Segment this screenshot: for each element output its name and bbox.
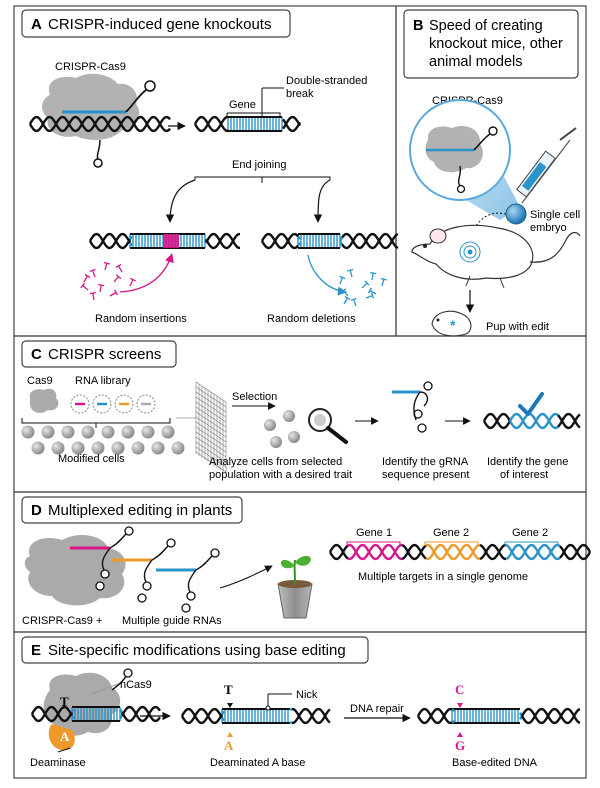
analyze-label-1: Analyze cells from selected bbox=[209, 456, 342, 468]
selection-label: Selection bbox=[232, 391, 277, 403]
panel-b-title-3: animal models bbox=[429, 54, 523, 70]
guide-rnas bbox=[70, 526, 220, 613]
syringe bbox=[516, 127, 577, 204]
base-c: C bbox=[455, 682, 464, 697]
nick-label: Nick bbox=[296, 689, 318, 701]
dna-helix-a2 bbox=[193, 115, 302, 133]
break-label-1: Double-stranded bbox=[286, 75, 367, 87]
break-label-2: break bbox=[286, 88, 314, 100]
targets-label: Multiple targets in a single genome bbox=[358, 571, 528, 583]
deaminated-label: Deaminated A base bbox=[210, 757, 305, 769]
modified-cells-label: Modified cells bbox=[58, 453, 125, 465]
dna-helix-e2 bbox=[180, 707, 331, 725]
base-g: G bbox=[455, 738, 465, 753]
panel-c-title-box bbox=[21, 340, 177, 368]
cas9-blob bbox=[29, 388, 59, 413]
panel-a-title-box bbox=[21, 9, 291, 38]
deaminase-label: Deaminase bbox=[30, 757, 86, 769]
panel-e: E Site-specific modifications using base… bbox=[21, 636, 581, 769]
panel-b: B Speed of creating knockout mice, other… bbox=[403, 9, 581, 337]
rna-library-icons bbox=[70, 394, 156, 414]
panel-b-title-box bbox=[403, 9, 579, 79]
dna-helix-d bbox=[328, 543, 592, 561]
gene-label: Gene bbox=[229, 99, 256, 111]
panel-a-frame bbox=[13, 5, 397, 337]
panel-b-title-2: knockout mice, other bbox=[429, 36, 563, 52]
selection-mesh bbox=[195, 381, 227, 474]
dna-helix-e3 bbox=[416, 707, 581, 725]
base-a-small: A bbox=[60, 729, 70, 744]
identify-gene-1: Identify the gene bbox=[487, 456, 568, 468]
modified-cells-grid bbox=[21, 425, 185, 455]
gene-1-label: Gene 1 bbox=[356, 527, 392, 539]
grna-icon bbox=[392, 381, 433, 433]
insertions-label: Random insertions bbox=[95, 313, 187, 325]
mouse-icon bbox=[411, 224, 581, 289]
base-edited-label: Base-edited DNA bbox=[452, 757, 538, 769]
guides-label: Multiple guide RNAs bbox=[122, 615, 222, 627]
panel-frames bbox=[13, 5, 587, 779]
dna-helix-c bbox=[482, 412, 581, 430]
panel-e-title-box bbox=[21, 636, 369, 664]
panel-c-letter: C bbox=[31, 346, 42, 363]
cell-label-2: embryo bbox=[530, 222, 567, 234]
checkmark-icon bbox=[518, 392, 544, 416]
random-nucleotides-insert bbox=[80, 261, 136, 301]
random-nucleotides-delete bbox=[339, 268, 387, 307]
end-joining-label: End joining bbox=[232, 159, 286, 171]
panel-c-title: CRISPR screens bbox=[48, 346, 161, 363]
panel-e-letter: E bbox=[31, 642, 41, 659]
panel-a-cas-label: CRISPR-Cas9 bbox=[55, 61, 126, 73]
panel-e-frame bbox=[13, 631, 587, 779]
identify-gene-2: of interest bbox=[500, 469, 548, 481]
panel-b-letter: B bbox=[413, 18, 423, 34]
panel-d-letter: D bbox=[31, 502, 42, 519]
panel-c: C CRISPR screens Cas9 RNA library Modifi… bbox=[21, 340, 581, 481]
pup-label: Pup with edit bbox=[486, 321, 549, 333]
deletions-label: Random deletions bbox=[267, 313, 356, 325]
gene-2a-label: Gene 2 bbox=[433, 527, 469, 539]
pup-icon: * bbox=[431, 310, 472, 337]
rna-library-label: RNA library bbox=[75, 375, 131, 387]
identify-grna-2: sequence present bbox=[382, 469, 469, 481]
panel-a: A CRISPR-induced gene knockouts CRISPR-C… bbox=[21, 9, 399, 325]
deaminase-blob bbox=[48, 724, 75, 751]
panel-a-letter: A bbox=[31, 16, 42, 33]
embryo-icon bbox=[505, 203, 527, 225]
dna-helix-delete bbox=[260, 232, 399, 250]
dna-helix-e1 bbox=[30, 705, 161, 723]
panel-a-title: CRISPR-induced gene knockouts bbox=[48, 16, 271, 33]
base-t-small: T bbox=[60, 694, 69, 709]
dna-helix-a1 bbox=[28, 115, 171, 133]
panel-e-title: Site-specific modifications using base e… bbox=[48, 642, 346, 659]
cas9-label: Cas9 bbox=[27, 375, 53, 387]
dna-repair-label: DNA repair bbox=[350, 703, 404, 715]
gene-2b-label: Gene 2 bbox=[512, 527, 548, 539]
cas-label-d: CRISPR-Cas9 + bbox=[22, 615, 102, 627]
cas9-protein-a bbox=[42, 73, 156, 168]
panel-d-title-box bbox=[21, 496, 243, 524]
panel-d: D Multiplexed editing in plants CRISPR-C… bbox=[21, 496, 592, 627]
cell-label-1: Single cell bbox=[530, 209, 580, 221]
analyze-label-2: population with a desired trait bbox=[209, 469, 352, 481]
panel-d-title: Multiplexed editing in plants bbox=[48, 502, 232, 519]
cas9-blob-d bbox=[24, 534, 126, 606]
plant-icon bbox=[277, 555, 313, 619]
base-a: A bbox=[224, 738, 234, 753]
base-t: T bbox=[224, 682, 233, 697]
identify-grna-1: Identify the gRNA bbox=[382, 456, 469, 468]
panel-b-title-1: Speed of creating bbox=[429, 18, 543, 34]
ncas9-label: nCas9 bbox=[120, 679, 152, 691]
svg-text:*: * bbox=[450, 317, 456, 333]
